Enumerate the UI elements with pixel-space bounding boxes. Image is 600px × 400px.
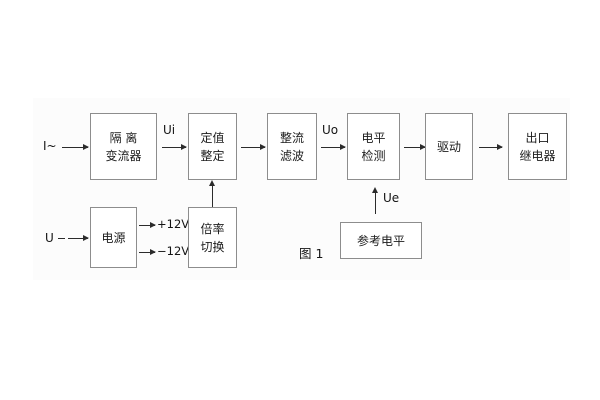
signal-ue-label: Ue [383,191,400,205]
block-driver-line-1: 驱动 [436,139,461,154]
signal-ui-label: Ui [163,123,176,137]
voltage-input-label: U [45,231,54,245]
current-input-label: I~ [43,139,57,153]
block-power-supply-line-1: 电源 [101,230,126,245]
block-setting-value-line-1: 定值 [200,130,225,145]
arrow-driver-to-relay [479,144,503,150]
block-output-relay-line-1: 出口 [525,130,550,145]
arrow-ui [162,144,187,150]
positive-rail-label: +12V [157,217,190,231]
block-level-detection-line-2: 检测 [361,148,386,163]
block-power-supply: 电源 [90,207,137,268]
block-level-detection-line-1: 电平 [361,130,386,145]
arrow-setting-to-rectifier [241,144,266,150]
arrow-voltage-input [68,235,89,241]
block-isolation-transformer: 隔 离 变流器 [90,113,157,180]
block-reference-level-line-1: 参考电平 [356,233,405,248]
voltage-input-dash [58,238,65,239]
arrow-positive-rail [139,222,156,228]
block-isolation-transformer-line-1: 隔 离 [109,130,138,145]
block-multiplier-switch-line-2: 切换 [200,239,225,254]
block-output-relay-line-2: 继电器 [519,148,556,163]
block-output-relay: 出口 继电器 [508,113,567,180]
block-driver: 驱动 [425,113,473,180]
figure-caption: 图 1 [299,246,324,261]
block-multiplier-switch-line-1: 倍率 [200,221,225,236]
block-reference-level: 参考电平 [340,222,422,259]
negative-rail-label: −12V [157,244,190,258]
arrow-level-to-driver [404,144,426,150]
signal-uo-label: Uo [322,123,339,137]
arrow-negative-rail [139,249,156,255]
arrow-multiplier-to-setting [209,180,215,207]
block-rectifier-filter-line-2: 滤波 [279,148,304,163]
arrow-ue [372,187,378,214]
block-multiplier-switch: 倍率 切换 [188,207,237,268]
block-setting-value: 定值 整定 [188,113,237,180]
block-level-detection: 电平 检测 [347,113,400,180]
block-rectifier-filter-line-1: 整流 [279,130,304,145]
arrow-uo [321,144,346,150]
block-isolation-transformer-line-2: 变流器 [105,148,142,163]
block-setting-value-line-2: 整定 [200,148,225,163]
arrow-current-input [62,144,89,150]
block-rectifier-filter: 整流 滤波 [267,113,317,180]
